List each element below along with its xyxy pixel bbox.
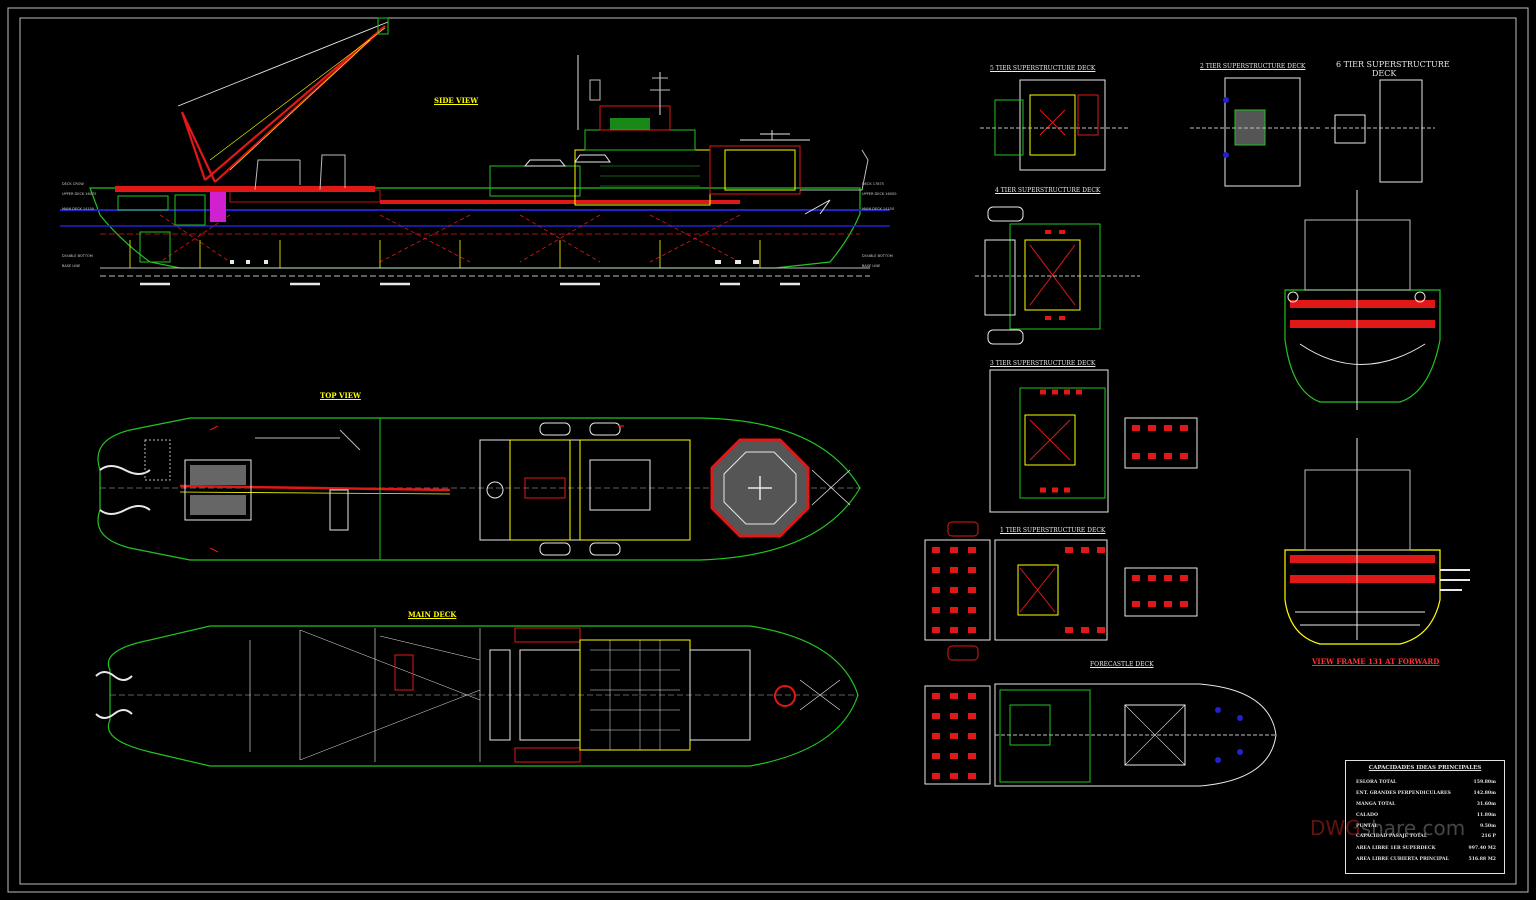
sup6-title-line2: DECK — [1372, 69, 1397, 78]
side-view-title: SIDE VIEW — [434, 96, 479, 105]
inner-border — [19, 17, 1517, 885]
side-tag-right-2: MAIN DECK 14150 — [862, 207, 895, 211]
capacity-label: ENT. GRANDES PERPENDICULARES — [1356, 791, 1451, 796]
capacity-row: PUNTAL 9.50m — [1356, 824, 1496, 834]
front-view-upper — [1284, 190, 1441, 410]
side-tag-right-4: BASE LINE — [862, 264, 881, 268]
capacity-label: CAPACIDAD PASAJE TOTAL — [1356, 834, 1428, 839]
sup3-title: 3 TIER SUPERSTRUCTURE DECK — [990, 360, 1096, 367]
side-tag-left-1: UPPER DECK 16075 — [62, 192, 97, 196]
side-tag-left-3: DOUBLE BOTTOM — [62, 254, 93, 258]
side-tag-right-0: DECK 17875 — [862, 182, 884, 186]
superstructure-6-drawing — [1325, 79, 1435, 183]
capacity-row: AREA LIBRE 1ER SUPERDECK 997.40 M2 — [1356, 846, 1496, 856]
capacity-label: AREA LIBRE CUBIERTA PRINCIPAL — [1356, 857, 1449, 862]
watermark-brand: DWG — [1310, 816, 1361, 840]
forecastle-drawing — [924, 683, 1277, 787]
sup1-title: 1 TIER SUPERSTRUCTURE DECK — [1000, 527, 1106, 534]
sup6-title-line1: 6 TIER SUPERSTRUCTURE — [1336, 60, 1450, 69]
capacity-value: 142.80m — [1473, 791, 1496, 796]
superstructure-5-drawing — [980, 79, 1130, 171]
sup5-title: 5 TIER SUPERSTRUCTURE DECK — [990, 65, 1096, 72]
capacity-label: MANGA TOTAL — [1356, 802, 1396, 807]
capacity-label: PUNTAL — [1356, 824, 1378, 829]
superstructure-4-drawing — [975, 206, 1140, 345]
frame-view-title: VIEW FRAME 131 AT FORWARD — [1312, 657, 1440, 666]
capacity-row: CALADO 11.80m — [1356, 813, 1496, 823]
front-view-lower — [1284, 438, 1470, 645]
capacity-value: 159.80m — [1473, 780, 1496, 785]
capacity-value: 516.88 M2 — [1468, 857, 1496, 862]
sup4-title: 4 TIER SUPERSTRUCTURE DECK — [995, 187, 1101, 194]
outer-border — [7, 7, 1529, 893]
capacity-row: MANGA TOTAL 31.60m — [1356, 802, 1496, 812]
main-deck-title: MAIN DECK — [408, 610, 457, 619]
side-tag-left-0: DECK CROW — [62, 182, 84, 186]
capacity-row: ESLORA TOTAL 159.80m — [1356, 780, 1496, 790]
capacity-value: 216 P — [1481, 834, 1496, 839]
capacity-label: AREA LIBRE 1ER SUPERDECK — [1356, 846, 1436, 851]
side-view-drawing — [60, 17, 890, 286]
capacity-label: ESLORA TOTAL — [1356, 780, 1397, 785]
top-view-drawing — [97, 417, 861, 561]
capacity-value: 997.40 M2 — [1468, 846, 1496, 851]
top-view-title: TOP VIEW — [320, 391, 361, 400]
capacities-table: CAPACIDADES IDEAS PRINCIPALES ESLORA TOT… — [1345, 760, 1505, 874]
watermark-domain: share.com — [1360, 816, 1466, 840]
superstructure-2-drawing — [924, 521, 1198, 661]
forecastle-title: FORECASTLE DECK — [1090, 661, 1154, 668]
side-tag-left-2: MAIN DECK 14150 — [62, 207, 95, 211]
capacity-value: 11.80m — [1476, 813, 1496, 818]
capacity-value: 31.60m — [1476, 802, 1496, 807]
superstructure-3-drawing — [989, 369, 1198, 513]
capacities-title: CAPACIDADES IDEAS PRINCIPALES — [1368, 765, 1482, 771]
side-tag-right-1: UPPER DECK 16050 — [862, 192, 897, 196]
watermark: DWGshare.com — [1310, 816, 1490, 850]
main-deck-drawing — [95, 625, 859, 767]
side-tag-right-3: DOUBLE BOTTOM — [862, 254, 893, 258]
superstructure-5b-drawing — [1190, 77, 1320, 187]
sup2-title: 2 TIER SUPERSTRUCTURE DECK — [1200, 63, 1306, 70]
capacity-label: CALADO — [1356, 813, 1378, 818]
capacity-value: 9.50m — [1479, 824, 1496, 829]
capacity-row: CAPACIDAD PASAJE TOTAL 216 P — [1356, 834, 1496, 844]
side-tag-left-4: BASE LINE — [62, 264, 81, 268]
capacity-row: ENT. GRANDES PERPENDICULARES 142.80m — [1356, 791, 1496, 801]
capacity-row: AREA LIBRE CUBIERTA PRINCIPAL 516.88 M2 — [1356, 857, 1496, 867]
